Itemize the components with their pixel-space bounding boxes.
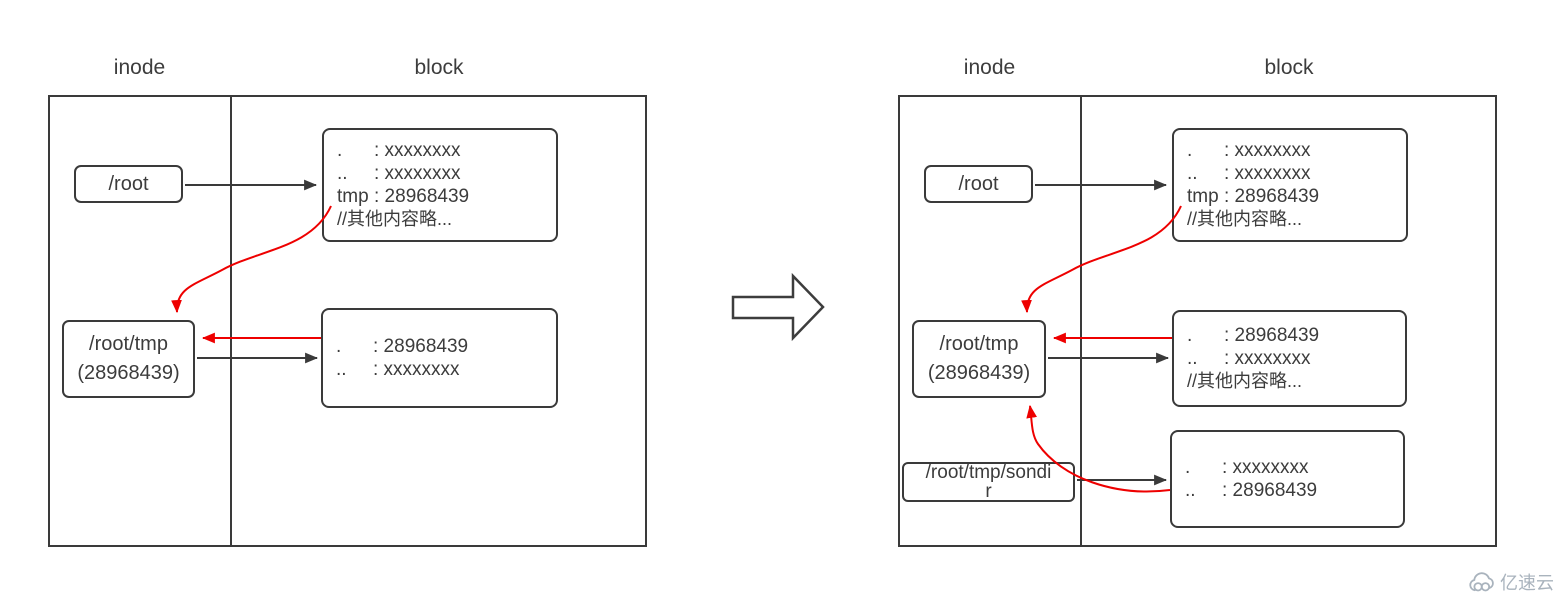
entry-name: .. (1187, 348, 1198, 369)
cloud-logo-icon (1469, 572, 1494, 592)
left-block-tmp-dir: . : 28968439 .. : xxxxxxxx (321, 308, 558, 408)
entry-inode: : 28968439 (1222, 480, 1318, 501)
block-note: //其他内容略... (337, 209, 453, 229)
entry-inode: : 28968439 (1224, 186, 1320, 207)
entry-inode: : xxxxxxxx (1224, 348, 1311, 369)
right-inode-column-label: inode (963, 56, 1016, 79)
block-row: . : xxxxxxxx (1185, 456, 1390, 479)
entry-name: .. (1185, 480, 1196, 501)
block-note: //其他内容略... (1187, 209, 1303, 229)
block-row: tmp : 28968439 (1187, 185, 1393, 208)
watermark-logo-text: 亿速云 (1500, 573, 1554, 593)
block-row: . : 28968439 (1187, 324, 1392, 347)
right-inode-sondir-line2: r (985, 481, 992, 502)
entry-name: .. (336, 359, 347, 380)
entry-inode: : 28968439 (1224, 325, 1320, 346)
entry-inode: : xxxxxxxx (1224, 140, 1311, 161)
right-block-sondir-dir: . : xxxxxxxx .. : 28968439 (1170, 430, 1405, 528)
block-row: . : 28968439 (336, 335, 543, 358)
block-row: .. : xxxxxxxx (1187, 162, 1393, 185)
entry-name: . (336, 336, 342, 357)
watermark-logo: 亿速云 (1468, 570, 1554, 596)
block-row: . : xxxxxxxx (337, 139, 543, 162)
entry-name: .. (337, 163, 348, 184)
left-block-root-dir: . : xxxxxxxx .. : xxxxxxxx tmp : 2896843… (322, 128, 558, 242)
entry-inode: : 28968439 (373, 336, 469, 357)
transform-arrow (731, 272, 825, 342)
block-row: .. : xxxxxxxx (1187, 347, 1392, 370)
left-inode-root: /root (74, 165, 183, 203)
block-note: //其他内容略... (1187, 371, 1303, 391)
entry-inode: : 28968439 (374, 186, 470, 207)
entry-inode: : xxxxxxxx (1224, 163, 1311, 184)
right-inode-sondir-line1: /root/tmp/sondi (925, 462, 1052, 483)
right-inode-root: /root (924, 165, 1033, 203)
entry-name: . (1185, 457, 1191, 478)
right-inode-root-label: /root (958, 172, 999, 195)
entry-inode: : xxxxxxxx (373, 359, 460, 380)
entry-name: . (1187, 140, 1193, 161)
right-inode-sondir: /root/tmp/sondi r (902, 462, 1075, 502)
entry-name: tmp (337, 186, 369, 207)
entry-name: .. (1187, 163, 1198, 184)
left-inode-column-label: inode (113, 56, 166, 79)
right-block-tmp-dir: . : 28968439 .. : xxxxxxxx //其他内容略... (1172, 310, 1407, 407)
left-column-divider (230, 95, 232, 547)
right-inode-root-tmp-path: /root/tmp (939, 333, 1019, 355)
entry-inode: : xxxxxxxx (374, 140, 461, 161)
block-row: .. : 28968439 (1185, 479, 1390, 502)
block-row: tmp : 28968439 (337, 185, 543, 208)
left-block-column-label: block (414, 56, 464, 79)
block-row: . : xxxxxxxx (1187, 139, 1393, 162)
left-inode-root-tmp-path: /root/tmp (89, 333, 168, 355)
entry-name: . (1187, 325, 1193, 346)
left-inode-root-label: /root (108, 172, 149, 195)
left-inode-root-tmp: /root/tmp (28968439) (62, 320, 195, 398)
right-column-divider (1080, 95, 1082, 547)
block-row: .. : xxxxxxxx (336, 358, 543, 381)
right-block-root-dir: . : xxxxxxxx .. : xxxxxxxx tmp : 2896843… (1172, 128, 1408, 242)
block-row: .. : xxxxxxxx (337, 162, 543, 185)
right-inode-root-tmp: /root/tmp (28968439) (912, 320, 1046, 398)
entry-inode: : xxxxxxxx (1222, 457, 1309, 478)
entry-name: . (337, 140, 343, 161)
entry-inode: : xxxxxxxx (374, 163, 461, 184)
left-inode-root-tmp-number: (28968439) (77, 362, 180, 384)
right-block-column-label: block (1264, 56, 1314, 79)
entry-name: tmp (1187, 186, 1219, 207)
right-inode-root-tmp-number: (28968439) (927, 362, 1031, 384)
